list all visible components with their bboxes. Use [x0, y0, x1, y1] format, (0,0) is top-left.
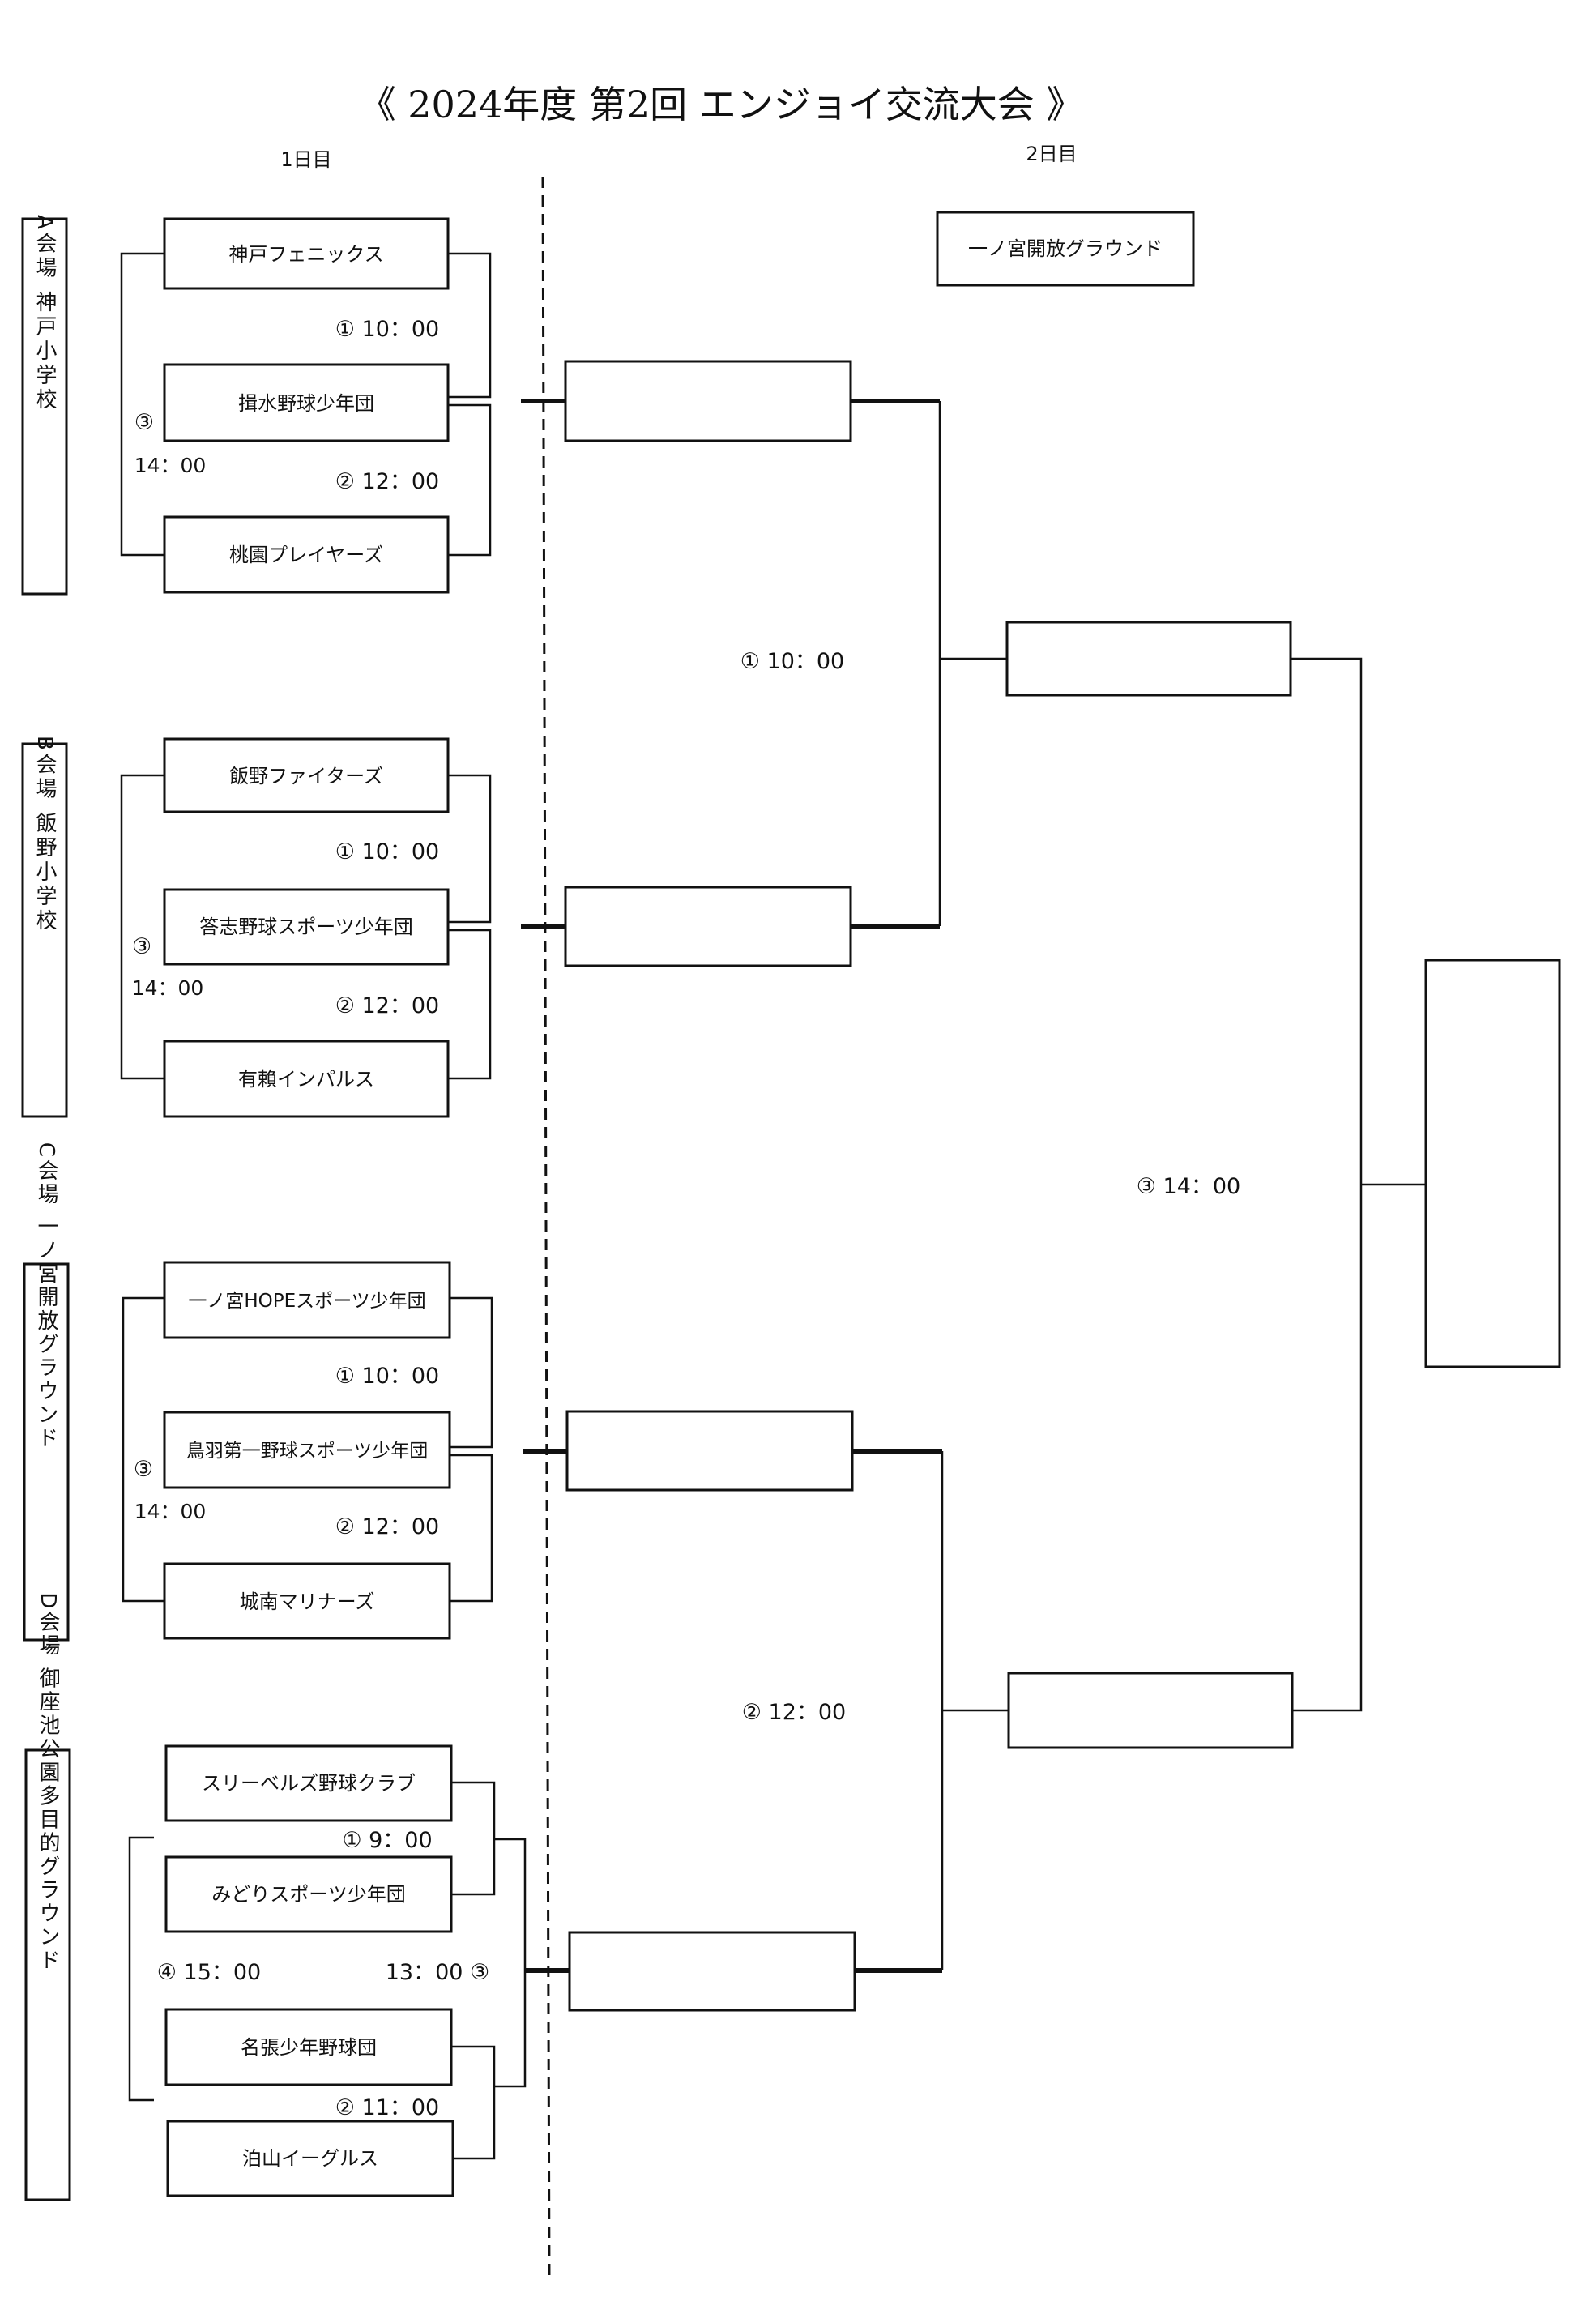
match-label: 13：00 ③ [386, 1960, 490, 1985]
match-label: ① 10：00 [740, 649, 845, 674]
match-label: ③ [132, 934, 151, 959]
team-name: 揖水野球少年団 [238, 392, 374, 415]
venue-d: D会場 御座池公園多目的グラウンド スリーベルズ野球クラブ みどりスポーツ少年団… [24, 1592, 571, 2201]
venue-a: A会場 神戸小学校 神戸フェニックス 揖水野球少年団 桃園プレイヤーズ ① 10… [21, 215, 567, 596]
day2-venue-box: 一ノ宮開放グラウンド [936, 211, 1195, 287]
team-name: 答志野球スポーツ少年団 [199, 916, 413, 938]
slot-box-semi2 [1007, 1672, 1294, 1749]
team-name: 飯野ファイターズ [229, 765, 383, 788]
team-box-c2 [163, 1411, 451, 1489]
team-box-c1 [163, 1261, 451, 1339]
day1-label: 1日目 [280, 148, 331, 171]
match-label: ③ [134, 1457, 153, 1482]
page-title: 《 2024年度 第2回 エンジョイ交流大会 》 [359, 83, 1084, 126]
team-name: みどりスポーツ少年団 [211, 1883, 406, 1906]
match-label: ② 11：00 [335, 2095, 440, 2120]
bracket-line [451, 2045, 496, 2160]
team-name: 神戸フェニックス [228, 243, 383, 266]
slot-box-a [564, 360, 852, 442]
team-name: 有賴インパルス [238, 1068, 374, 1091]
team-name: 名張少年野球団 [241, 2036, 377, 2059]
team-box-b2 [163, 888, 450, 966]
bracket-line [128, 1836, 154, 2102]
team-box-a2 [163, 363, 450, 442]
match-time: 14：00 [134, 1500, 207, 1523]
match-label: ① 10：00 [335, 317, 440, 342]
bracket-line [451, 1781, 496, 1896]
match-label: ① 9：00 [342, 1828, 432, 1853]
bracket-line [120, 774, 164, 1080]
bracket-line [122, 1296, 164, 1603]
match-label: ④ 15：00 [157, 1960, 262, 1985]
slot-box-b [564, 886, 852, 967]
match-label: ③ 14：00 [1137, 1174, 1241, 1199]
slot-box-champion [1424, 959, 1561, 1368]
venue-d-label-box [24, 1748, 71, 2201]
slot-box-c [565, 1410, 854, 1492]
team-name: 桃園プレイヤーズ [229, 544, 383, 566]
team-name: 城南マリナーズ [240, 1590, 375, 1613]
bracket-line [494, 1838, 527, 2088]
team-name: 泊山イーグルス [242, 2147, 378, 2170]
venue-b-label-box [21, 742, 68, 1118]
team-name: 一ノ宮HOPEスポーツ少年団 [188, 1291, 425, 1312]
bracket-line [120, 252, 164, 557]
team-name: 鳥羽第一野球スポーツ少年団 [186, 1441, 429, 1462]
team-box-d3 [164, 2008, 453, 2086]
bracket-line [448, 929, 492, 1080]
venue-b: B会場 飯野小学校 飯野ファイターズ 答志野球スポーツ少年団 有賴インパルス ①… [21, 736, 567, 1118]
venue-c-label-box [23, 1262, 70, 1642]
day2-label: 2日目 [1026, 143, 1077, 165]
team-box-a3 [163, 515, 450, 594]
venue-d-label: D会場 御座池公園多目的グラウンド [36, 1592, 60, 1972]
team-box-d1 [164, 1744, 453, 1822]
bracket-line [448, 774, 492, 924]
match-label: ③ [134, 410, 154, 435]
match-label: ① 10：00 [335, 1364, 440, 1389]
match-time: 14：00 [132, 976, 204, 1000]
venue-c-label: C会場 一ノ宮開放グラウンド [34, 1142, 58, 1450]
bracket-line [448, 403, 492, 557]
day2-venue-label: 一ノ宮開放グラウンド [968, 237, 1163, 260]
day-divider [541, 176, 551, 2282]
match-label: ② 12：00 [335, 993, 440, 1018]
match-label: ② 12：00 [742, 1700, 847, 1725]
match-time: 14：00 [134, 454, 207, 477]
match-label: ② 12：00 [335, 1514, 440, 1539]
match-label: ① 10：00 [335, 839, 440, 865]
team-box-a1 [163, 217, 450, 290]
slot-box-d [568, 1931, 856, 2012]
venue-a-label-box [21, 217, 68, 596]
team-name: スリーベルズ野球クラブ [202, 1772, 416, 1795]
slot-box-semi1 [1005, 621, 1292, 697]
bracket-line [450, 1454, 493, 1603]
bracket-line [450, 1296, 493, 1449]
team-box-d4 [166, 2120, 454, 2197]
match-label: ② 12：00 [335, 469, 440, 494]
venue-c: C会場 一ノ宮開放グラウンド 一ノ宮HOPEスポーツ少年団 鳥羽第一野球スポーツ… [23, 1142, 569, 1642]
bracket-line [448, 252, 492, 399]
team-box-d2 [164, 1855, 453, 1933]
bracket-line [1291, 657, 1363, 1712]
venue-a-label: A会場 神戸小学校 [32, 215, 57, 412]
day2-bracket: ① 10：00 ② 12：00 ③ 14：00 [564, 360, 1561, 2012]
venue-b-label: B会場 飯野小学校 [32, 736, 57, 933]
